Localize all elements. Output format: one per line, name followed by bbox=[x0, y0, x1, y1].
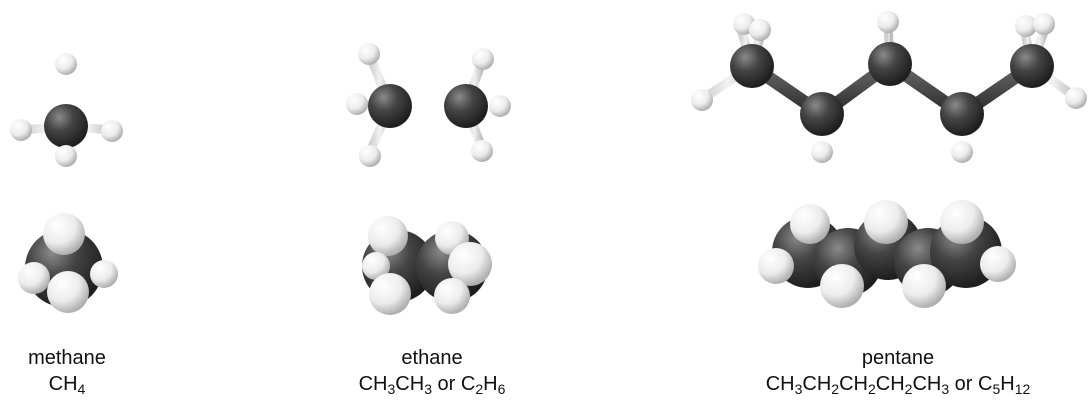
ethane-space-filling bbox=[362, 216, 492, 315]
formula-subscript: 2 bbox=[904, 381, 913, 397]
formula-text: CH bbox=[912, 373, 942, 395]
pentane-name: pentane bbox=[861, 347, 935, 369]
formula-text: or C bbox=[949, 373, 993, 395]
formula-text: CH bbox=[395, 373, 425, 395]
formula-subscript: 4 bbox=[77, 381, 86, 397]
formula-text: or C bbox=[431, 373, 476, 395]
ethane-formula: CH3CH3 or C2H6 bbox=[322, 372, 542, 396]
formula-subscript: 5 bbox=[992, 381, 1001, 397]
formula-text: CH bbox=[802, 373, 832, 395]
formula-text: CH bbox=[765, 373, 795, 395]
methane-space-filling bbox=[18, 213, 118, 313]
ethane-caption: ethane CH3CH3 or C2H6 bbox=[322, 346, 542, 396]
formula-subscript: 2 bbox=[475, 381, 484, 397]
formula-subscript: 6 bbox=[497, 381, 506, 397]
formula-subscript: 3 bbox=[387, 381, 396, 397]
formula-subscript: 3 bbox=[424, 381, 432, 397]
pentane-formula: CH3CH2CH2CH2CH3 or C5H12 bbox=[718, 372, 1078, 396]
methane-name: methane bbox=[28, 347, 106, 369]
formula-subscript: 2 bbox=[831, 381, 840, 397]
formula-subscript: 3 bbox=[941, 381, 950, 397]
ethane-name: ethane bbox=[401, 347, 463, 369]
methane-caption: methane CH4 bbox=[12, 346, 122, 396]
formula-subscript: 3 bbox=[794, 381, 803, 397]
pentane-caption: pentane CH3CH2CH2CH2CH3 or C5H12 bbox=[718, 346, 1078, 396]
formula-text: H bbox=[483, 373, 498, 395]
pentane-ball-and-stick bbox=[691, 11, 1087, 163]
formula-subscript: 12 bbox=[1014, 381, 1031, 397]
formula-text: H bbox=[1000, 373, 1015, 395]
formula-text: CH bbox=[358, 373, 388, 395]
formula-subscript: 2 bbox=[867, 381, 876, 397]
formula-text: CH bbox=[839, 373, 868, 395]
formula-text: CH bbox=[875, 373, 905, 395]
formula-text: CH bbox=[48, 373, 78, 395]
ethane-ball-and-stick bbox=[346, 43, 511, 167]
pentane-space-filling bbox=[758, 200, 1016, 308]
methane-formula: CH4 bbox=[12, 372, 122, 396]
methane-ball-and-stick bbox=[10, 53, 123, 167]
